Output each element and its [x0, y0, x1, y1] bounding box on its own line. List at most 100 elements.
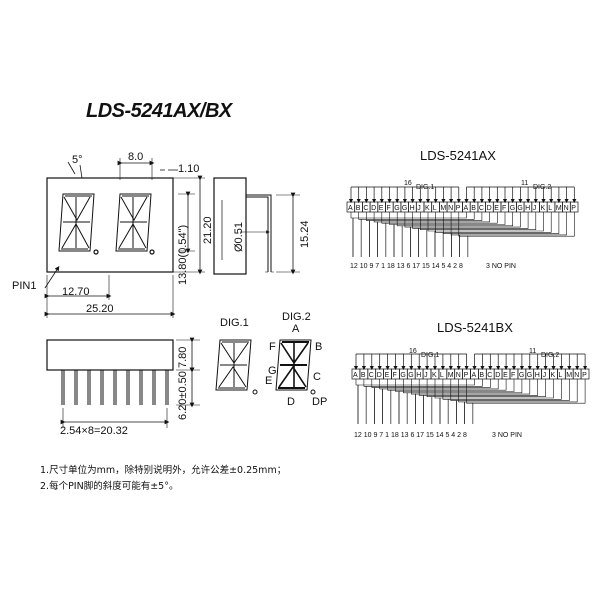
- schematic-seg-letter: K: [425, 205, 430, 212]
- schematic-seg-letter: B: [356, 205, 361, 212]
- seg-dig1: DIG.1: [220, 317, 249, 329]
- schematic-wire: [363, 379, 367, 424]
- schematic-seg-letter: M: [556, 205, 562, 212]
- schematic-wire: [464, 379, 578, 424]
- schematic-wire: [404, 212, 411, 257]
- front-digit-2: [115, 193, 152, 252]
- schematic-seg-letter: K: [432, 372, 437, 379]
- schematic-wire: [360, 212, 475, 257]
- schematic-seg-letter: A: [472, 372, 477, 379]
- schematic-wire: [410, 212, 521, 257]
- pin1-label: PIN1: [12, 280, 36, 292]
- schematic-seg-letter: G: [400, 372, 405, 379]
- schematic-seg-letter: D: [495, 372, 500, 379]
- schematic-wire: [458, 212, 469, 257]
- schematic-seg-letter: F: [387, 205, 391, 212]
- schematic-seg-letter: M: [566, 372, 572, 379]
- seg-A: A: [292, 323, 300, 335]
- side-view: [213, 177, 300, 275]
- schematic-seg-letter: D: [377, 372, 382, 379]
- schematic-seg-letter: M: [440, 205, 446, 212]
- schematic-seg-letter: J: [533, 205, 537, 212]
- schematic-bx-title: LDS-5241BX: [437, 320, 513, 335]
- schematic-wire: [357, 379, 475, 424]
- schematic-wire: [450, 379, 457, 424]
- schematic-bx-dig2-pin: 11: [529, 348, 536, 355]
- schematic-seg-letter: C: [487, 372, 492, 379]
- schematic-seg-letter: P: [571, 205, 576, 212]
- dim-height-digit: 13.80(0.54"): [177, 225, 189, 285]
- schematic-wire: [390, 379, 507, 424]
- schematic-wire: [393, 212, 506, 257]
- schematic-wire: [435, 212, 444, 257]
- schematic-wire: [373, 212, 378, 257]
- schematic-wire: [418, 379, 424, 424]
- schematic-wire: [369, 212, 483, 257]
- schematic-wire: [401, 212, 513, 257]
- dim-seg-gap: 1.10: [178, 163, 199, 175]
- schematic-seg-letter: J: [417, 205, 421, 212]
- schematic-seg-letter: D: [487, 205, 492, 212]
- dim-pitch-top: 8.0: [128, 151, 143, 163]
- schematic-wire: [423, 379, 538, 424]
- schematic-seg-letter: M: [448, 372, 454, 379]
- seg-C: C: [313, 371, 321, 383]
- schematic-ax-pins: 12 10 9 7 1 18 13 6 17 15 14 5 4 2 8: [350, 263, 463, 270]
- seg-F: F: [269, 341, 276, 353]
- note-1: 1.尺寸单位为mm，除特别说明外，允许公差±0.25mm；: [40, 465, 287, 476]
- dim-pin-dia: Ø0.51: [233, 222, 245, 252]
- schematic-wire: [389, 212, 395, 257]
- schematic-seg-letter: K: [541, 205, 546, 212]
- schematic-seg-letter: F: [511, 372, 515, 379]
- dim-pin-pitch: 2.54×8=20.32: [60, 425, 128, 437]
- schematic-seg-letter: G: [519, 372, 524, 379]
- schematic-ax-dig2-pin: 11: [521, 180, 528, 187]
- schematic-seg-letter: C: [363, 205, 368, 212]
- seg-dig2: DIG.2: [282, 311, 311, 323]
- dim-side-h2: 6.20±0.50: [177, 371, 189, 420]
- schematic-wire: [426, 212, 537, 257]
- schematic-wire: [456, 379, 570, 424]
- schematic-seg-letter: D: [371, 205, 376, 212]
- schematic-ax-title: LDS-5241AX: [420, 148, 496, 163]
- schematic-wire: [406, 379, 523, 424]
- schematic-bx-nopin: 3 NO PIN: [492, 432, 522, 439]
- schematic-wire: [472, 379, 586, 424]
- schematic-wire: [358, 212, 362, 257]
- schematic-seg-letter: B: [479, 372, 484, 379]
- schematic-wire: [442, 379, 449, 424]
- schematic-bx-dig1-pin: 16: [409, 348, 417, 355]
- schematic-seg-letter: K: [551, 372, 556, 379]
- dim-width-body: 25.20: [86, 303, 114, 315]
- schematic-seg-letter: G: [408, 372, 413, 379]
- schematic-seg-letter: N: [564, 205, 569, 212]
- schematic-seg-letter: H: [535, 372, 540, 379]
- schematic-ax-dig1-pin: 16: [404, 180, 412, 187]
- schematic-seg-letter: J: [424, 372, 428, 379]
- schematic-wire: [450, 212, 460, 257]
- schematic-wire: [385, 212, 498, 257]
- schematic-seg-letter: E: [503, 372, 508, 379]
- schematic-wire: [412, 212, 419, 257]
- schematic-seg-letter: J: [543, 372, 547, 379]
- schematic-wire: [381, 212, 387, 257]
- pin-view-body: [46, 339, 174, 371]
- schematic-seg-letter: H: [416, 372, 421, 379]
- schematic-seg-letter: G: [402, 205, 407, 212]
- schematic-wire: [403, 379, 408, 424]
- dim-side-h1: 7.80: [177, 347, 189, 368]
- schematic-seg-letter: P: [582, 372, 587, 379]
- schematic-wire: [443, 212, 452, 257]
- side-body: [213, 177, 247, 275]
- schematic-seg-letter: N: [574, 372, 579, 379]
- schematic-wire: [434, 212, 544, 257]
- schematic-wire: [459, 212, 567, 257]
- schematic-seg-letter: L: [548, 205, 552, 212]
- schematic-bx-dig2: DIG.2: [541, 352, 559, 359]
- schematic-wire: [398, 379, 515, 424]
- schematic-wire: [418, 212, 529, 257]
- schematic-wire: [387, 379, 392, 424]
- schematic-wire: [382, 379, 499, 424]
